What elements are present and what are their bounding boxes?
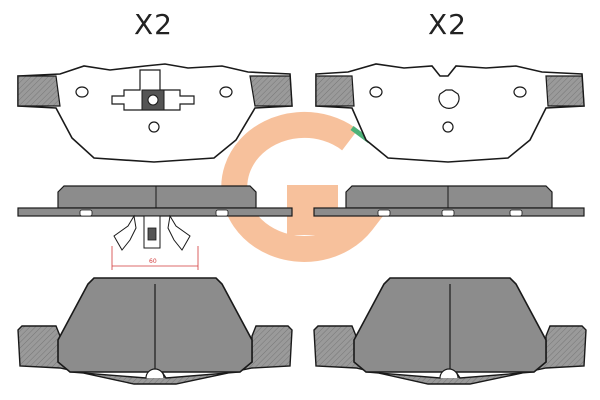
outer-pad-side-view: 60 — [17, 185, 293, 270]
right-ear — [545, 75, 585, 107]
left-ear — [315, 75, 355, 107]
quantity-label-right: X2 — [428, 8, 467, 41]
outer-pad-friction-face — [17, 277, 293, 385]
inner-pad-back-view — [315, 63, 585, 163]
wear-indicator-notch — [439, 368, 459, 379]
locating-hole-right — [513, 86, 527, 98]
locating-hole-left — [369, 86, 383, 98]
slot-center — [441, 209, 455, 217]
backplate-outline — [315, 63, 585, 163]
friction-block-profile — [57, 185, 257, 209]
dimension-annotation: 60 — [111, 246, 199, 270]
slot-right — [215, 209, 229, 217]
backplate-profile — [17, 207, 293, 217]
wear-indicator-notch — [145, 368, 165, 379]
friction-block-profile — [345, 185, 553, 209]
left-ear — [17, 75, 61, 107]
spring-clip-profile — [113, 214, 191, 251]
slot-left — [377, 209, 391, 217]
inner-pad-friction-face — [313, 277, 587, 385]
bottom-hole — [442, 121, 454, 133]
right-ear — [249, 75, 293, 107]
quantity-label-left: X2 — [134, 8, 173, 41]
locating-hole-left — [75, 86, 89, 98]
outer-pad-back-view — [17, 63, 293, 163]
locating-hole-right — [219, 86, 233, 98]
slot-right — [509, 209, 523, 217]
slot-left — [79, 209, 93, 217]
center-keyhole — [438, 89, 460, 109]
logo-g-shape — [221, 111, 389, 262]
clip-rivet — [147, 94, 159, 106]
bottom-hole — [148, 121, 160, 133]
dimension-label: 60 — [149, 258, 157, 265]
inner-pad-side-view — [313, 185, 585, 217]
